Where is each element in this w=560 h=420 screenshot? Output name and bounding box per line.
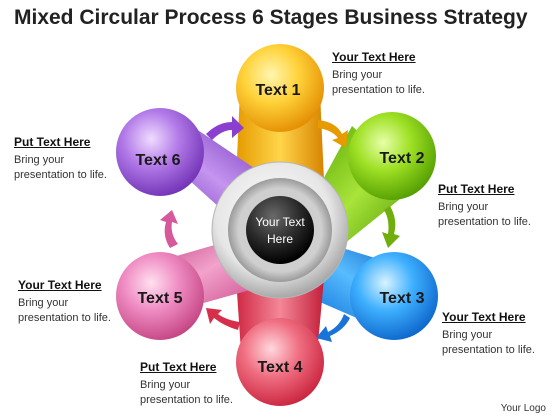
stage-3: Text 3 [350, 252, 438, 340]
note-5-body: Bring your presentation to life. [18, 297, 111, 324]
arrow-1-to-2 [318, 120, 348, 148]
center-label-line1: Your Text [255, 215, 305, 229]
stage-5-label: Text 5 [137, 290, 182, 307]
center-label-line2: Here [267, 232, 293, 246]
stage-4-label: Text 4 [257, 359, 302, 376]
stage-1-label: Text 1 [255, 82, 300, 99]
note-3-heading: Your Text Here [442, 310, 526, 324]
note-5-heading: Your Text Here [18, 278, 102, 292]
arrow-2-to-3 [382, 206, 400, 248]
note-stage-5: Your Text Here Bring your presentation t… [18, 278, 128, 326]
stage-4: Text 4 [236, 318, 324, 406]
note-1-body: Bring your presentation to life. [332, 69, 425, 96]
note-stage-6: Put Text Here Bring your presentation to… [14, 135, 124, 183]
note-1-heading: Your Text Here [332, 50, 416, 64]
arrow-5-to-6 [160, 210, 178, 248]
arrow-6-to-1 [206, 116, 244, 140]
note-2-heading: Put Text Here [438, 182, 515, 196]
note-6-body: Bring your presentation to life. [14, 154, 107, 181]
stage-5: Text 5 [116, 252, 204, 340]
arrow-4-to-5 [206, 308, 240, 330]
note-6-heading: Put Text Here [14, 135, 91, 149]
stage-6: Text 6 [116, 108, 204, 196]
note-stage-3: Your Text Here Bring your presentation t… [442, 310, 552, 358]
note-3-body: Bring your presentation to life. [442, 329, 535, 356]
flow-arrows [160, 116, 400, 342]
note-stage-1: Your Text Here Bring your presentation t… [332, 50, 442, 98]
stage-1: Text 1 [236, 44, 324, 132]
stage-2: Text 2 [348, 112, 436, 200]
stage-2-label: Text 2 [379, 150, 424, 167]
page-title: Mixed Circular Process 6 Stages Business… [14, 6, 528, 29]
note-stage-4: Put Text Here Bring your presentation to… [140, 360, 250, 408]
stage-3-label: Text 3 [379, 290, 424, 307]
stage-6-label: Text 6 [135, 152, 180, 169]
center-hub: Your Text Here [211, 161, 349, 299]
note-2-body: Bring your presentation to life. [438, 201, 531, 228]
note-4-body: Bring your presentation to life. [140, 379, 233, 406]
note-4-heading: Put Text Here [140, 360, 217, 374]
arrow-3-to-4 [316, 314, 350, 342]
logo-text: Your Logo [500, 403, 546, 414]
note-stage-2: Put Text Here Bring your presentation to… [438, 182, 548, 230]
